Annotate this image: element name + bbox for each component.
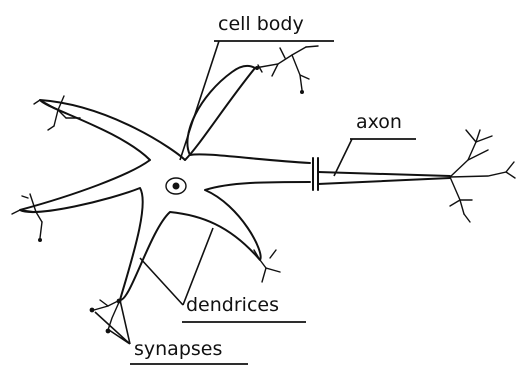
label-dendrices: dendrices — [186, 294, 279, 316]
left-dendrites — [12, 194, 42, 238]
synapse-dot — [300, 90, 304, 94]
upper-right-dendrites — [255, 46, 318, 90]
axon-leader — [334, 139, 352, 176]
axon-break-marks — [313, 158, 318, 190]
synapse-dot — [38, 238, 42, 242]
label-axon: axon — [356, 111, 402, 133]
cell-body-outline — [20, 66, 310, 300]
nucleolus — [173, 183, 180, 190]
axon-terminals — [450, 130, 515, 222]
lower-right-dendrites — [254, 250, 280, 282]
label-synapses: synapses — [134, 338, 222, 360]
synapses-leader — [95, 300, 130, 344]
synapse-dot — [90, 308, 95, 313]
synapse-dot — [255, 66, 259, 70]
label-cell-body: cell body — [218, 13, 304, 35]
axon — [318, 172, 450, 184]
